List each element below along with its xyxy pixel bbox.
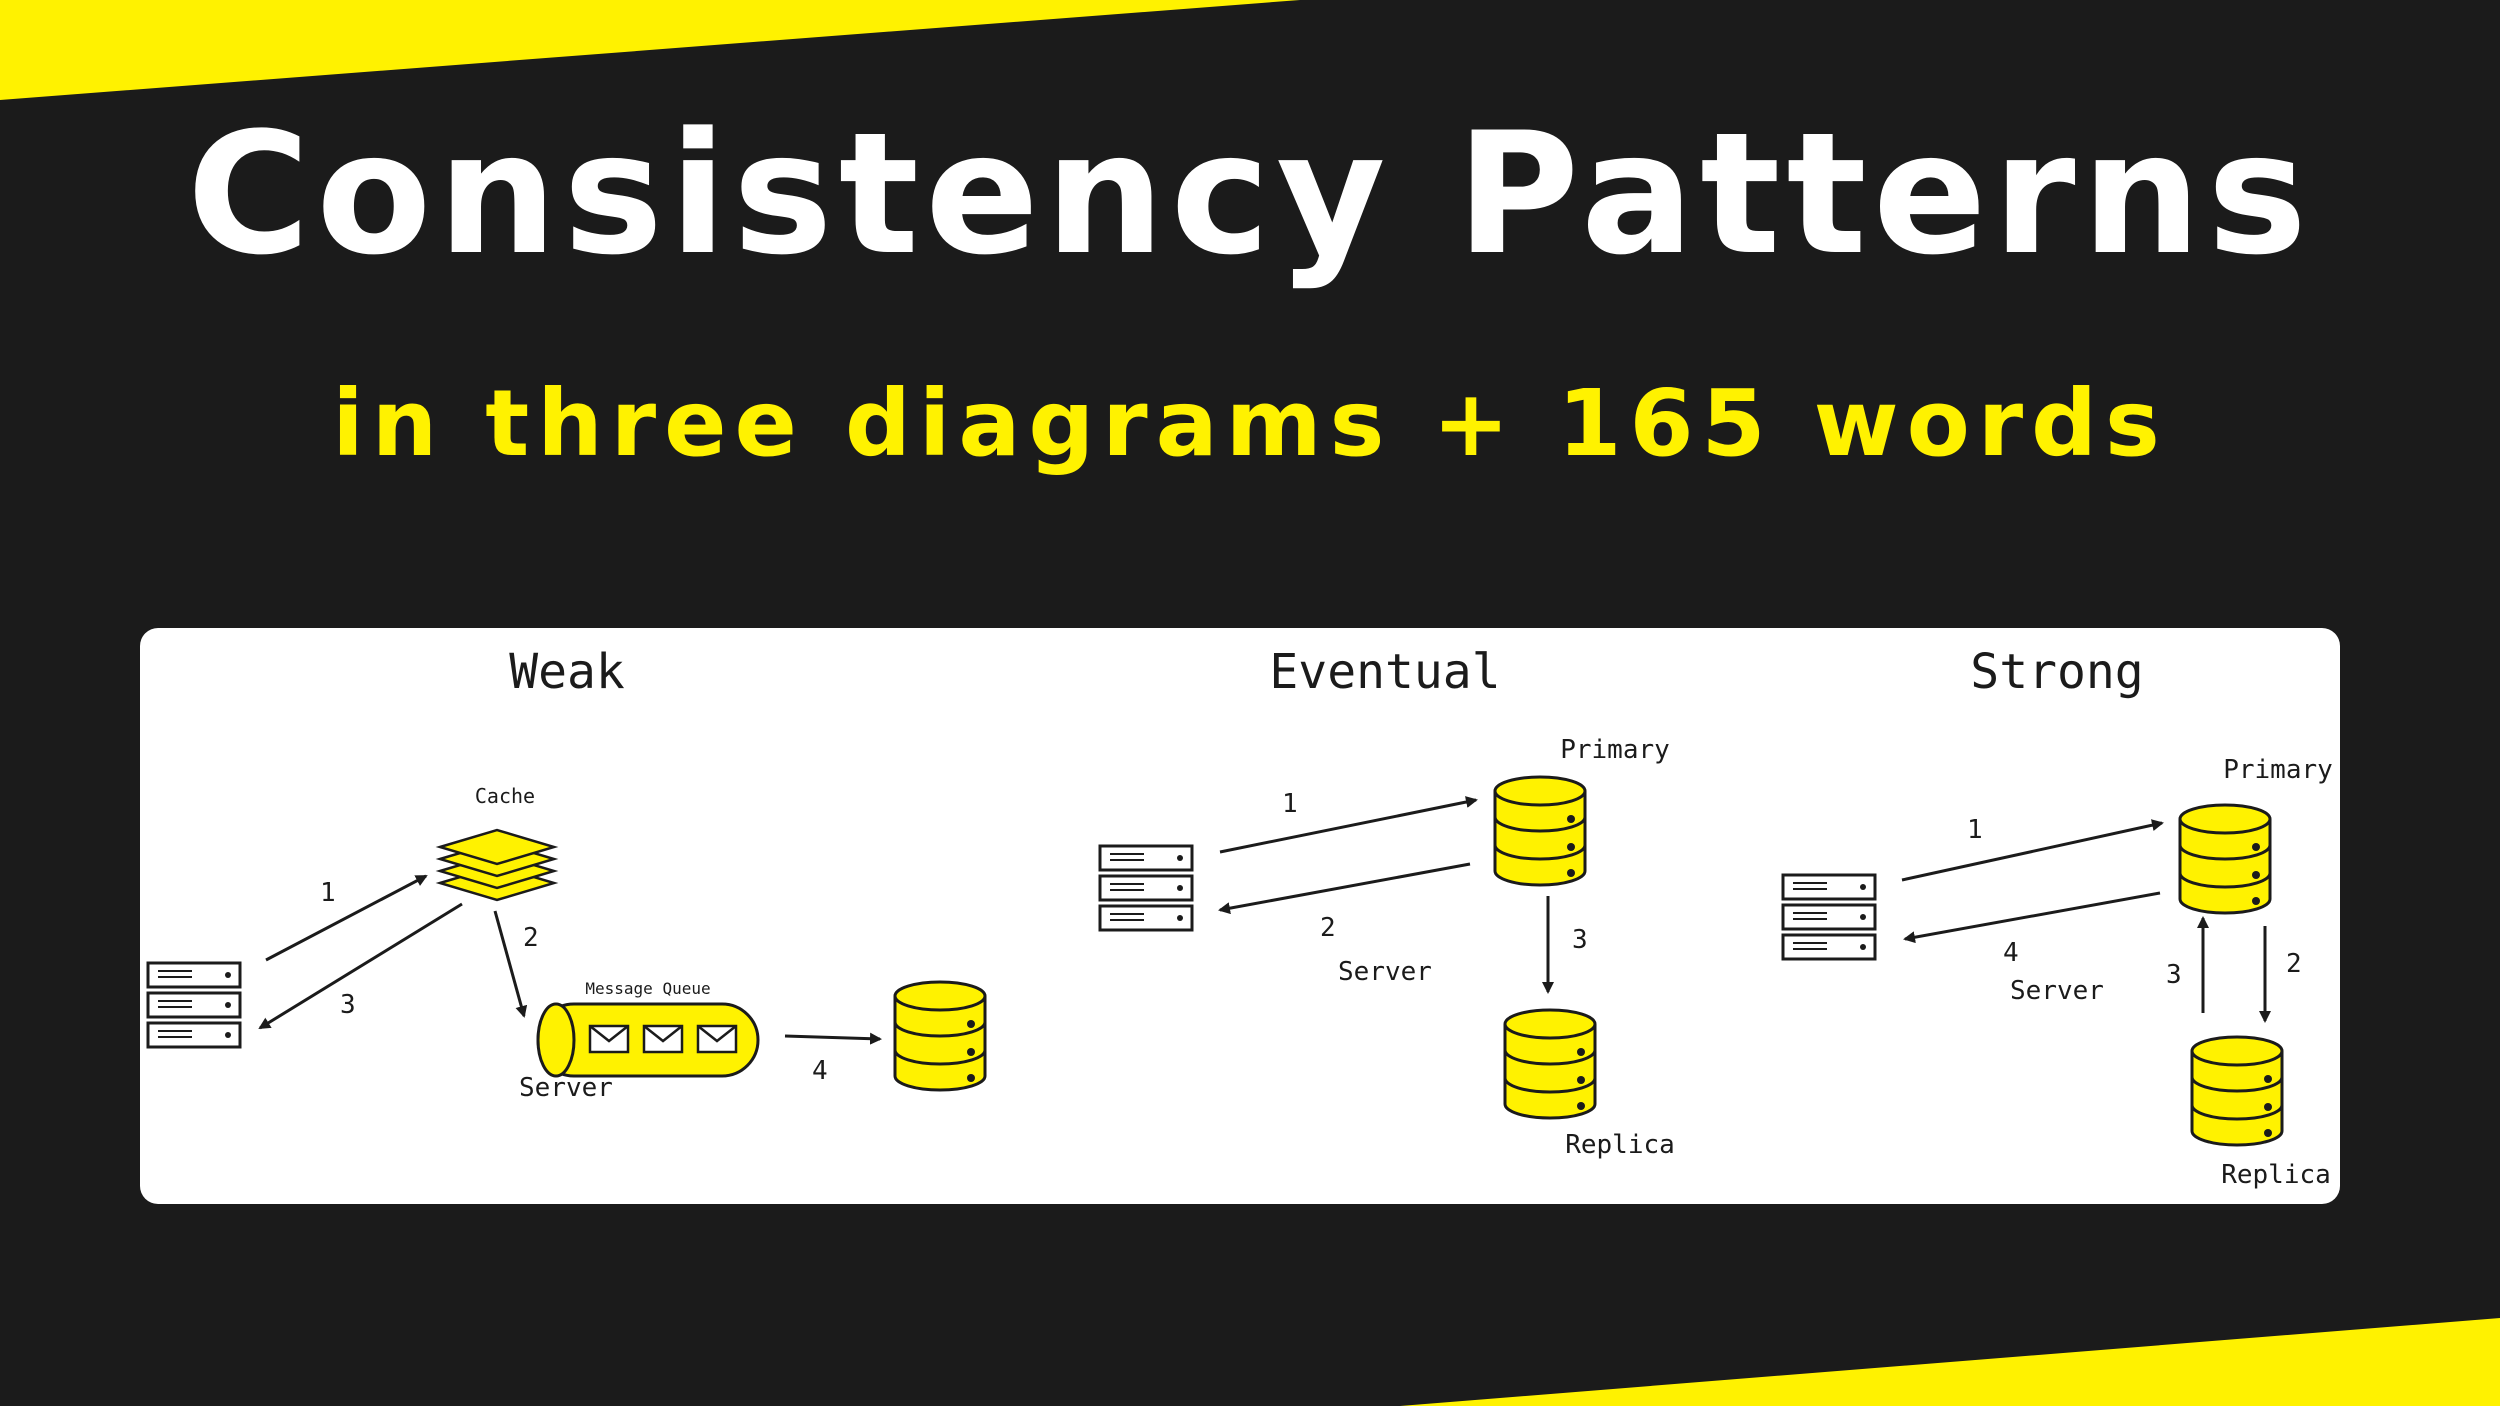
strong-step-4: 4	[2003, 938, 2019, 968]
weak-heading: Weak	[509, 644, 625, 700]
weak-arrow-1	[265, 874, 428, 962]
top-stripe	[0, 0, 1300, 100]
strong-replica-label: Replica	[2221, 1160, 2331, 1190]
envelope-icon	[642, 1024, 684, 1054]
strong-diagram: Strong Primary Replica Server 1 2 3 4	[1781, 644, 2333, 1190]
eventual-replica-database-icon	[1503, 1008, 1597, 1120]
envelope-icon	[696, 1024, 738, 1054]
weak-step-3: 3	[340, 990, 356, 1020]
eventual-primary-database-icon	[1493, 775, 1587, 887]
diagrams-panel: Weak Cache Message Queue Server	[140, 628, 2340, 1204]
eventual-server-label: Server	[1338, 957, 1432, 987]
strong-server-icon	[1781, 873, 1877, 961]
strong-arrow-4	[1903, 891, 2161, 944]
weak-step-4: 4	[812, 1056, 828, 1086]
cache-label: Cache	[475, 784, 535, 808]
bottom-stripe	[1400, 1318, 2500, 1406]
page-subtitle: in three diagrams + 165 words	[332, 370, 2168, 477]
strong-arrow-1	[1901, 819, 2164, 882]
eventual-step-1: 1	[1282, 789, 1298, 819]
strong-step-1: 1	[1967, 815, 1983, 845]
eventual-step-3: 3	[1572, 925, 1588, 955]
eventual-arrow-1	[1219, 796, 1478, 854]
weak-diagram: Weak Cache Message Queue Server	[146, 644, 987, 1103]
strong-primary-label: Primary	[2223, 755, 2333, 785]
page-title: Consistency Patterns	[186, 96, 2314, 292]
strong-server-label: Server	[2010, 976, 2104, 1006]
weak-step-2: 2	[523, 923, 539, 953]
weak-database-icon	[893, 980, 987, 1092]
eventual-arrow-2	[1218, 862, 1471, 915]
strong-step-3: 3	[2166, 960, 2182, 990]
message-queue-label: Message Queue	[585, 979, 710, 998]
strong-replica-database-icon	[2190, 1035, 2284, 1147]
weak-arrow-3	[258, 902, 463, 1030]
weak-server-icon	[146, 961, 242, 1049]
eventual-replica-label: Replica	[1565, 1130, 1675, 1160]
message-queue-icon	[536, 1002, 760, 1078]
eventual-heading: Eventual	[1269, 644, 1500, 700]
envelope-icon	[588, 1024, 630, 1054]
cache-icon	[435, 828, 559, 902]
eventual-step-2: 2	[1320, 913, 1336, 943]
strong-step-2: 2	[2286, 949, 2302, 979]
weak-step-1: 1	[320, 878, 336, 908]
diagrams-canvas: Weak Cache Message Queue Server	[146, 644, 2333, 1190]
strong-primary-database-icon	[2178, 803, 2272, 915]
eventual-primary-label: Primary	[1560, 735, 1670, 765]
weak-server-label: Server	[519, 1073, 613, 1103]
weak-arrow-4	[784, 1032, 882, 1045]
eventual-server-icon	[1098, 844, 1194, 932]
strong-heading: Strong	[1970, 644, 2143, 700]
weak-arrow-2	[493, 910, 528, 1018]
eventual-diagram: Eventual Primary Replica Server 1 2 3	[1098, 644, 1675, 1160]
